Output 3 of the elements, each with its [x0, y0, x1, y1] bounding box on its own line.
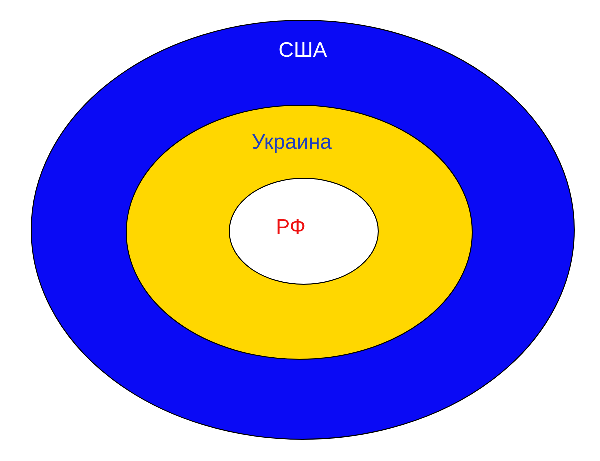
- outer-ellipse-label: США: [278, 40, 328, 61]
- inner-ellipse-label: РФ: [276, 217, 306, 238]
- middle-ellipse-label: Украина: [252, 132, 332, 153]
